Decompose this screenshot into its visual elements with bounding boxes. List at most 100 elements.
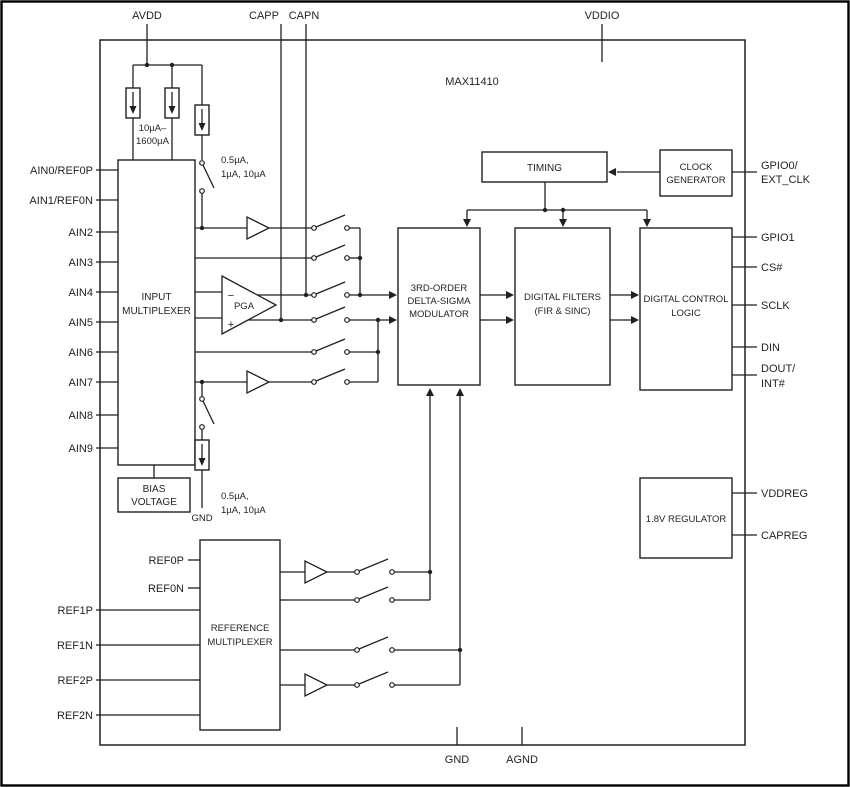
pin-label-gnd: GND xyxy=(445,754,470,766)
digital-control-label-1: DIGITAL CONTROL xyxy=(644,294,729,305)
junction-dot xyxy=(199,379,205,385)
junction-dot xyxy=(427,569,433,575)
bias-voltage-label-1: BIAS xyxy=(143,484,166,495)
arrowhead xyxy=(559,219,567,227)
switch-blade xyxy=(202,164,215,189)
bottom-pins: GND AGND xyxy=(445,727,538,766)
pin-label-ain1: AIN1/REF0N xyxy=(29,195,93,207)
reference-multiplexer-label-1: REFERENCE xyxy=(211,623,270,634)
pga-plus-sign: + xyxy=(228,319,234,331)
pin-label-gpio0-2: EXT_CLK xyxy=(761,174,811,186)
chip-title: MAX11410 xyxy=(445,76,499,88)
pin-label-ref1p: REF1P xyxy=(58,605,93,617)
arrowhead xyxy=(643,219,651,227)
reference-multiplexer-box xyxy=(199,539,281,731)
pin-label-vddio: VDDIO xyxy=(585,10,620,22)
pin-label-ain7: AIN7 xyxy=(69,377,93,389)
clock-generator-label-1: CLOCK xyxy=(680,162,713,173)
junction-dot xyxy=(375,317,381,323)
pin-label-capreg: CAPREG xyxy=(761,530,807,542)
bias-voltage-label-2: VOLTAGE xyxy=(131,497,177,508)
switch-blade xyxy=(315,281,346,295)
junction-dot xyxy=(375,349,381,355)
junction-dot xyxy=(560,207,566,213)
arrowhead xyxy=(456,388,464,396)
timing-label: TIMING xyxy=(527,163,562,174)
junction-dot xyxy=(169,62,175,68)
pin-label-sclk: SCLK xyxy=(761,300,790,312)
pin-label-vddreg: VDDREG xyxy=(761,488,808,500)
bias-voltage-block: BIAS VOLTAGE xyxy=(117,465,191,513)
right-pins: GPIO0/ EXT_CLK GPIO1 CS# SCLK DIN DOUT/ … xyxy=(732,160,811,390)
modulator-label-3: MODULATOR xyxy=(409,309,469,320)
switch-icon xyxy=(344,317,350,323)
pin-label-ain4: AIN4 xyxy=(69,287,93,299)
switch-icon xyxy=(354,597,360,603)
switch-icon xyxy=(311,255,317,261)
arrowhead xyxy=(631,291,639,299)
chip-boundary xyxy=(99,39,746,746)
prog-current-top-label-2: 1µA, 10µA xyxy=(221,169,266,180)
switch-icon xyxy=(311,225,317,231)
pin-label-capp: CAPP xyxy=(249,10,279,22)
bias-voltage-box xyxy=(117,477,191,513)
pin-label-ain3: AIN3 xyxy=(69,257,93,269)
switch-icon xyxy=(389,597,395,603)
pin-label-cs: CS# xyxy=(761,262,783,274)
sink-current-source: GND 0.5µA, 1µA, 10µA xyxy=(191,382,266,524)
buffer-icon xyxy=(246,215,271,241)
filters-block: DIGITAL FILTERS (FIR & SINC) xyxy=(480,227,611,386)
junction-dot xyxy=(303,292,309,298)
left-pins: AIN0/REF0P AIN1/REF0N AIN2 AIN3 AIN4 AIN… xyxy=(29,165,118,455)
pin-label-avdd: AVDD xyxy=(132,10,162,22)
switch-icon xyxy=(199,424,205,430)
switch-blade xyxy=(202,400,215,425)
junction-dot xyxy=(199,225,205,231)
modulator-label-1: 3RD-ORDER xyxy=(411,283,468,294)
arrowhead xyxy=(389,291,397,299)
switch-blade xyxy=(315,368,346,382)
input-multiplexer-box xyxy=(117,159,196,466)
pin-label-ref0n: REF0N xyxy=(148,583,184,595)
analog-signal-paths xyxy=(195,214,397,395)
gnd-internal-label: GND xyxy=(191,513,212,524)
pin-label-dout-2: INT# xyxy=(761,378,786,390)
switch-icon xyxy=(389,682,395,688)
regulator-block: 1.8V REGULATOR VDDREG CAPREG xyxy=(639,477,808,559)
reference-multiplexer-block: REFERENCE MULTIPLEXER REF0P REF0N REF1P … xyxy=(57,539,281,731)
switch-icon xyxy=(344,349,350,355)
switch-icon xyxy=(311,379,317,385)
pga-block: − + PGA xyxy=(195,274,278,336)
pin-label-ref2n: REF2N xyxy=(57,710,93,722)
junction-dot xyxy=(357,255,363,261)
switch-icon xyxy=(199,396,205,402)
switch-icon xyxy=(311,317,317,323)
arrowhead xyxy=(389,316,397,324)
switch-icon xyxy=(344,292,350,298)
prog-current-bottom-label-1: 0.5µA, xyxy=(221,491,249,502)
buffer-icon xyxy=(246,369,271,395)
prog-current-top-label-1: 0.5µA, xyxy=(221,155,249,166)
regulator-box xyxy=(639,477,733,559)
arrowhead xyxy=(168,106,176,114)
control-block: DIGITAL CONTROL LOGIC xyxy=(610,227,733,391)
switch-blade xyxy=(358,636,389,650)
junction-dot xyxy=(457,647,463,653)
buffer-icon xyxy=(304,672,329,698)
prog-current-bottom-label-2: 1µA, 10µA xyxy=(221,505,266,516)
switch-blade xyxy=(358,586,389,600)
switch-blade xyxy=(315,214,346,228)
modulator-block: 3RD-ORDER DELTA-SIGMA MODULATOR xyxy=(397,227,481,386)
digital-control-box xyxy=(639,227,733,391)
pin-label-agnd: AGND xyxy=(506,754,538,766)
pga-label: PGA xyxy=(234,301,255,312)
switch-icon xyxy=(354,682,360,688)
modulator-label-2: DELTA-SIGMA xyxy=(408,296,472,307)
pin-label-ref1n: REF1N xyxy=(57,640,93,652)
junction-dot xyxy=(542,207,548,213)
arrowhead xyxy=(463,219,471,227)
pin-label-gpio1: GPIO1 xyxy=(761,232,795,244)
switch-blade xyxy=(315,338,346,352)
